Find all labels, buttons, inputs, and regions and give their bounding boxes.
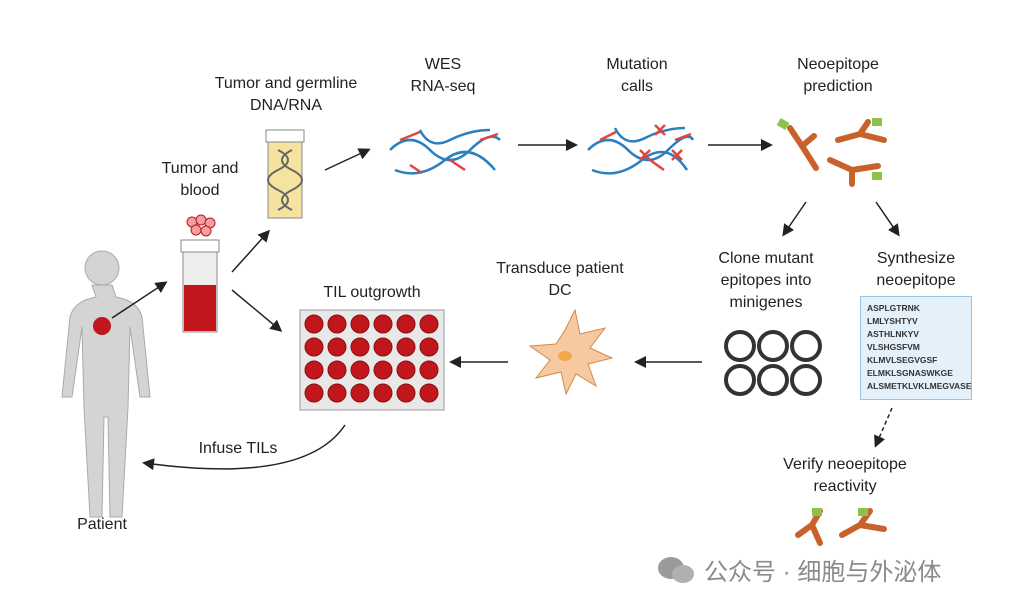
til-well xyxy=(419,383,439,403)
til-well xyxy=(419,314,439,334)
flow-arrows xyxy=(111,139,900,471)
til-well xyxy=(304,360,324,380)
sequencing-reads xyxy=(389,124,695,175)
peptide: ALSMETKLVKLMEGVASE xyxy=(867,381,972,391)
til-well xyxy=(419,360,439,380)
til-well xyxy=(396,383,416,403)
label-infuse-tils: Infuse TILs xyxy=(198,440,278,457)
peptide: ELMKLSGNASWKGE xyxy=(867,368,953,378)
patient-silhouette xyxy=(61,250,151,518)
tumor-cells xyxy=(186,214,216,237)
til-well xyxy=(327,383,347,403)
wechat-icon xyxy=(658,556,694,583)
til-well xyxy=(373,314,393,334)
tumor-mark xyxy=(93,317,111,335)
peptide-list: ASPLGTRNK LMLYSHTYV ASTHLNKYV VLSHGSFVM … xyxy=(860,296,972,400)
til-well xyxy=(327,360,347,380)
til-well xyxy=(350,383,370,403)
minigene-plasmids xyxy=(724,330,822,396)
til-well xyxy=(396,337,416,357)
til-well xyxy=(350,360,370,380)
antibodies xyxy=(787,119,887,546)
label-patient: Patient xyxy=(77,516,127,533)
peptide: LMLYSHTYV xyxy=(867,316,918,326)
til-well xyxy=(304,314,324,334)
label-til-outgrowth: TIL outgrowth xyxy=(323,284,421,301)
peptide: KLMVLSEGVGSF xyxy=(867,355,938,365)
peptide: ASTHLNKYV xyxy=(867,329,919,339)
til-well xyxy=(373,337,393,357)
peptide: VLSHGSFVM xyxy=(867,342,920,352)
peptide: ASPLGTRNK xyxy=(867,303,920,313)
til-well xyxy=(396,314,416,334)
til-well xyxy=(327,337,347,357)
til-well xyxy=(373,360,393,380)
til-well xyxy=(350,337,370,357)
antigens xyxy=(776,118,882,516)
til-wells xyxy=(304,314,439,403)
watermark-text: 公众号 · 细胞与外泌体 xyxy=(704,559,942,586)
til-well xyxy=(419,337,439,357)
blood-tube xyxy=(180,239,220,333)
til-well xyxy=(396,360,416,380)
til-well xyxy=(304,383,324,403)
til-well xyxy=(373,383,393,403)
dendritic-cell xyxy=(528,308,614,396)
til-well xyxy=(327,314,347,334)
dna-tube xyxy=(265,129,305,219)
til-well xyxy=(350,314,370,334)
watermark: 公众号 · 细胞与外泌体 xyxy=(656,552,941,587)
til-well xyxy=(304,337,324,357)
